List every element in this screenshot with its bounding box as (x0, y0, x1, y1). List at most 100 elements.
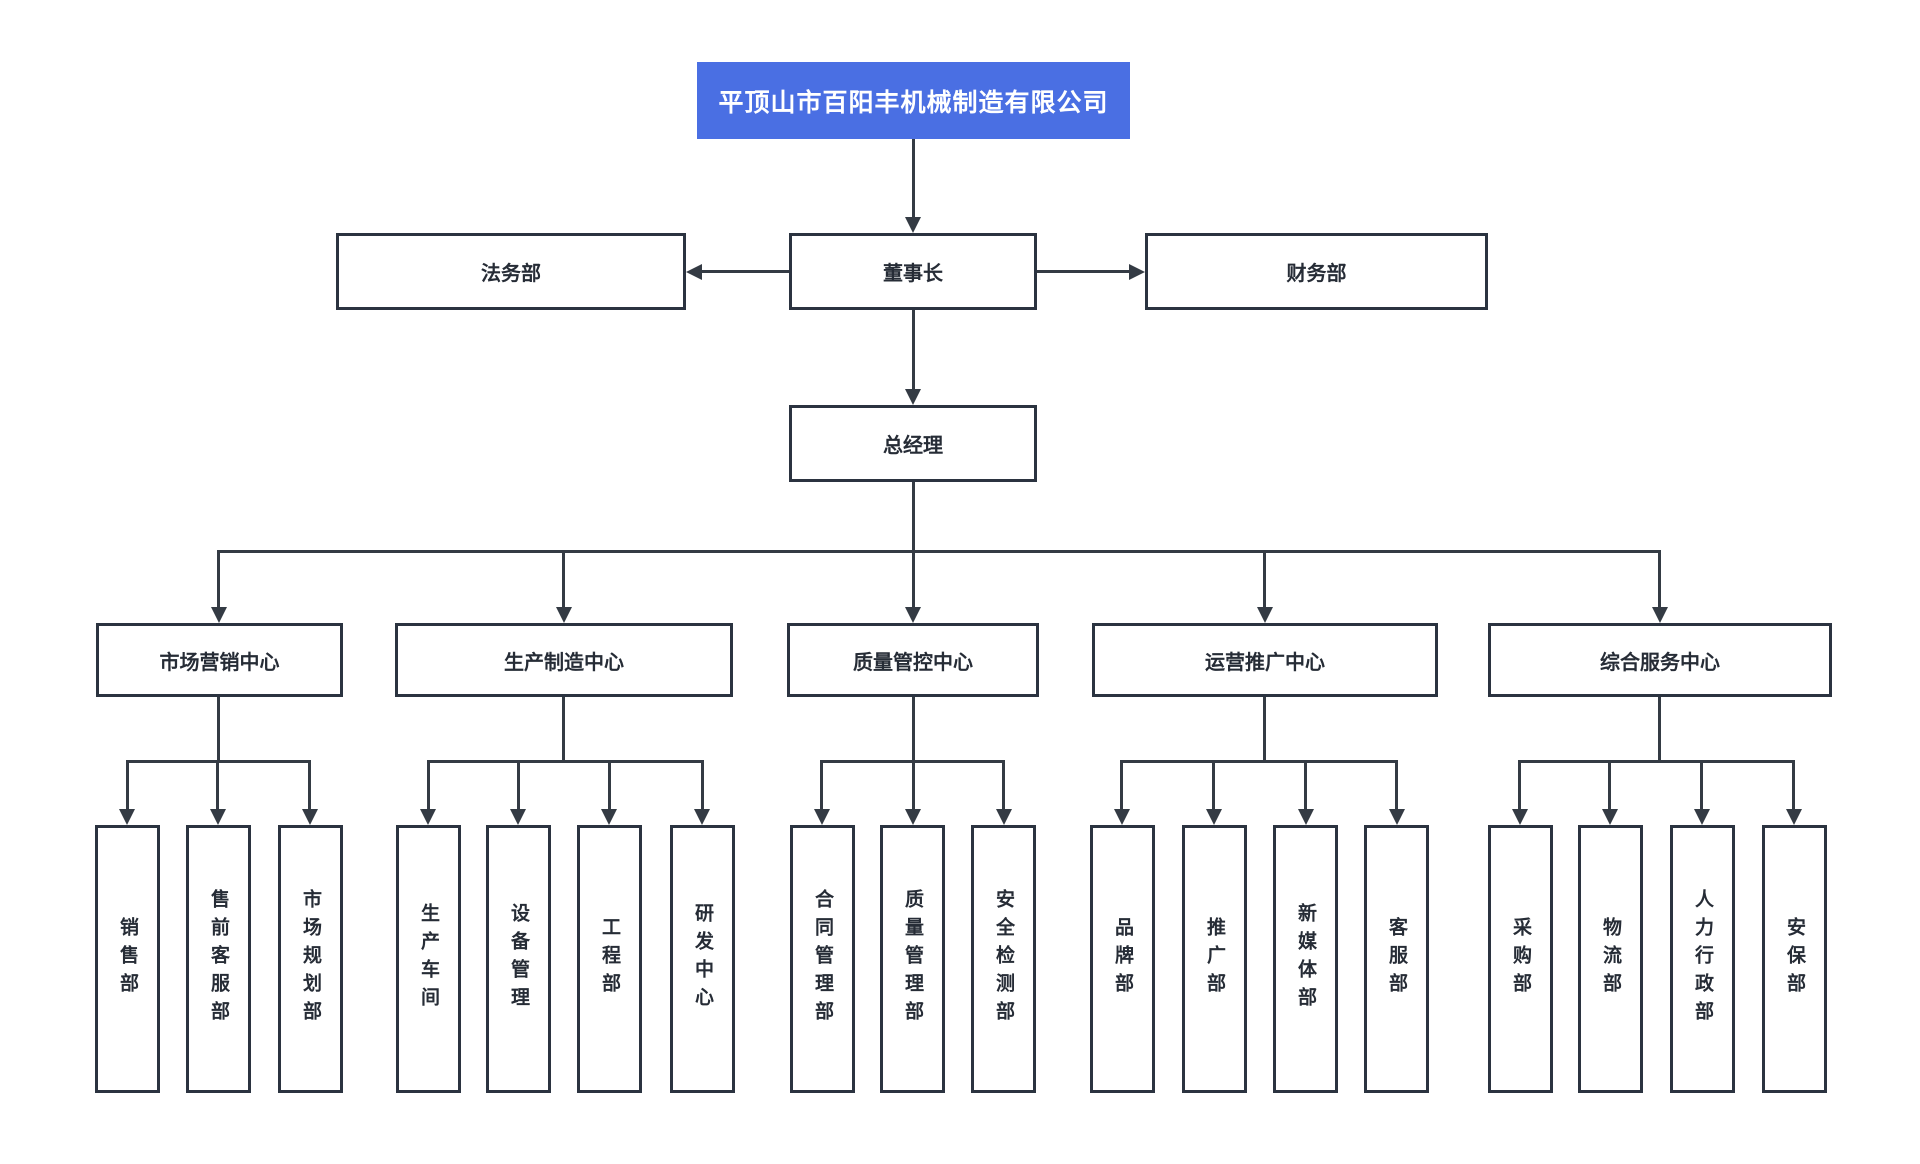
dept-node-equipment-management[interactable]: 设备管理 (486, 825, 551, 1093)
dept-label: 推广部 (1204, 917, 1225, 1001)
dept-label: 安保部 (1784, 917, 1805, 1001)
dept-label: 研发中心 (692, 903, 713, 1015)
arrowhead-down-icon (210, 809, 226, 825)
arrowhead-down-icon (905, 389, 921, 405)
connector-line (427, 760, 430, 811)
dept-node-hr-admin[interactable]: 人力行政部 (1670, 825, 1735, 1093)
dept-node-security[interactable]: 安保部 (1762, 825, 1827, 1093)
connector-line (608, 760, 611, 811)
dept-node-sales[interactable]: 销售部 (95, 825, 160, 1093)
arrowhead-left-icon (686, 264, 702, 280)
connector-line (216, 760, 219, 811)
arrowhead-down-icon (1694, 809, 1710, 825)
arrowhead-right-icon (1129, 264, 1145, 280)
center-node-marketing[interactable]: 市场营销中心 (96, 623, 343, 697)
arrowhead-down-icon (556, 607, 572, 623)
dept-node-presales-service[interactable]: 售前客服部 (186, 825, 251, 1093)
connector-line (217, 550, 220, 609)
chairman-node[interactable]: 董事长 (789, 233, 1037, 310)
dept-node-new-media[interactable]: 新媒体部 (1273, 825, 1338, 1093)
connector-line (562, 550, 565, 609)
dept-label: 安全检测部 (993, 889, 1014, 1029)
center-node-production[interactable]: 生产制造中心 (395, 623, 733, 697)
arrowhead-down-icon (510, 809, 526, 825)
connector-line (820, 760, 823, 811)
dept-label: 人力行政部 (1692, 889, 1713, 1029)
dept-node-purchasing[interactable]: 采购部 (1488, 825, 1553, 1093)
arrowhead-down-icon (694, 809, 710, 825)
arrowhead-down-icon (1652, 607, 1668, 623)
dept-node-market-planning[interactable]: 市场规划部 (278, 825, 343, 1093)
dept-node-logistics[interactable]: 物流部 (1578, 825, 1643, 1093)
dept-label: 销售部 (117, 917, 138, 1001)
center-node-operations[interactable]: 运营推广中心 (1092, 623, 1438, 697)
dept-label: 设备管理 (508, 903, 529, 1015)
dept-node-promotion[interactable]: 推广部 (1182, 825, 1247, 1093)
dept-label: 品牌部 (1112, 917, 1133, 1001)
connector-line (1700, 760, 1703, 811)
connector-line (1608, 760, 1611, 811)
dept-node-quality-management[interactable]: 质量管理部 (880, 825, 945, 1093)
dept-label: 生产车间 (418, 903, 439, 1015)
connector-line (912, 310, 915, 390)
connector-line (912, 760, 915, 811)
connector-line (912, 139, 915, 219)
arrowhead-down-icon (1206, 809, 1222, 825)
connector-line (126, 760, 129, 811)
general-manager-node[interactable]: 总经理 (789, 405, 1037, 482)
dept-label: 新媒体部 (1295, 903, 1316, 1015)
connector-line (1395, 760, 1398, 811)
dept-node-customer-service[interactable]: 客服部 (1364, 825, 1429, 1093)
arrowhead-down-icon (905, 217, 921, 233)
connector-line (1658, 550, 1661, 609)
arrowhead-down-icon (211, 607, 227, 623)
arrowhead-down-icon (1257, 607, 1273, 623)
dept-node-rd-center[interactable]: 研发中心 (670, 825, 735, 1093)
connector-line (1518, 760, 1795, 763)
arrowhead-down-icon (1114, 809, 1130, 825)
connector-line (217, 550, 1661, 553)
dept-label: 质量管理部 (902, 889, 923, 1029)
arrowhead-down-icon (1298, 809, 1314, 825)
arrowhead-down-icon (1602, 809, 1618, 825)
connector-line (1304, 760, 1307, 811)
dept-label: 售前客服部 (208, 889, 229, 1029)
arrowhead-down-icon (905, 607, 921, 623)
arrowhead-down-icon (1389, 809, 1405, 825)
dept-node-brand[interactable]: 品牌部 (1090, 825, 1155, 1093)
connector-line (1037, 270, 1129, 273)
connector-line (308, 760, 311, 811)
company-root-node[interactable]: 平顶山市百阳丰机械制造有限公司 (697, 62, 1130, 139)
connector-line (1658, 697, 1661, 762)
connector-line (912, 697, 915, 762)
dept-node-safety-inspection[interactable]: 安全检测部 (971, 825, 1036, 1093)
dept-label: 采购部 (1510, 917, 1531, 1001)
arrowhead-down-icon (119, 809, 135, 825)
connector-line (701, 760, 704, 811)
connector-line (1002, 760, 1005, 811)
connector-line (427, 760, 704, 763)
arrowhead-down-icon (814, 809, 830, 825)
connector-line (217, 697, 220, 762)
finance-dept-node[interactable]: 财务部 (1145, 233, 1488, 310)
connector-line (700, 270, 789, 273)
dept-label: 客服部 (1386, 917, 1407, 1001)
arrowhead-down-icon (601, 809, 617, 825)
dept-node-production-workshop[interactable]: 生产车间 (396, 825, 461, 1093)
dept-node-engineering[interactable]: 工程部 (577, 825, 642, 1093)
arrowhead-down-icon (302, 809, 318, 825)
dept-label: 市场规划部 (300, 889, 321, 1029)
connector-line (1518, 760, 1521, 811)
legal-dept-node[interactable]: 法务部 (336, 233, 686, 310)
arrowhead-down-icon (420, 809, 436, 825)
dept-node-contract-management[interactable]: 合同管理部 (790, 825, 855, 1093)
arrowhead-down-icon (996, 809, 1012, 825)
connector-line (1263, 697, 1266, 762)
center-node-quality[interactable]: 质量管控中心 (787, 623, 1039, 697)
dept-label: 工程部 (599, 917, 620, 1001)
connector-line (912, 482, 915, 552)
center-node-services[interactable]: 综合服务中心 (1488, 623, 1832, 697)
connector-line (1263, 550, 1266, 609)
arrowhead-down-icon (1786, 809, 1802, 825)
